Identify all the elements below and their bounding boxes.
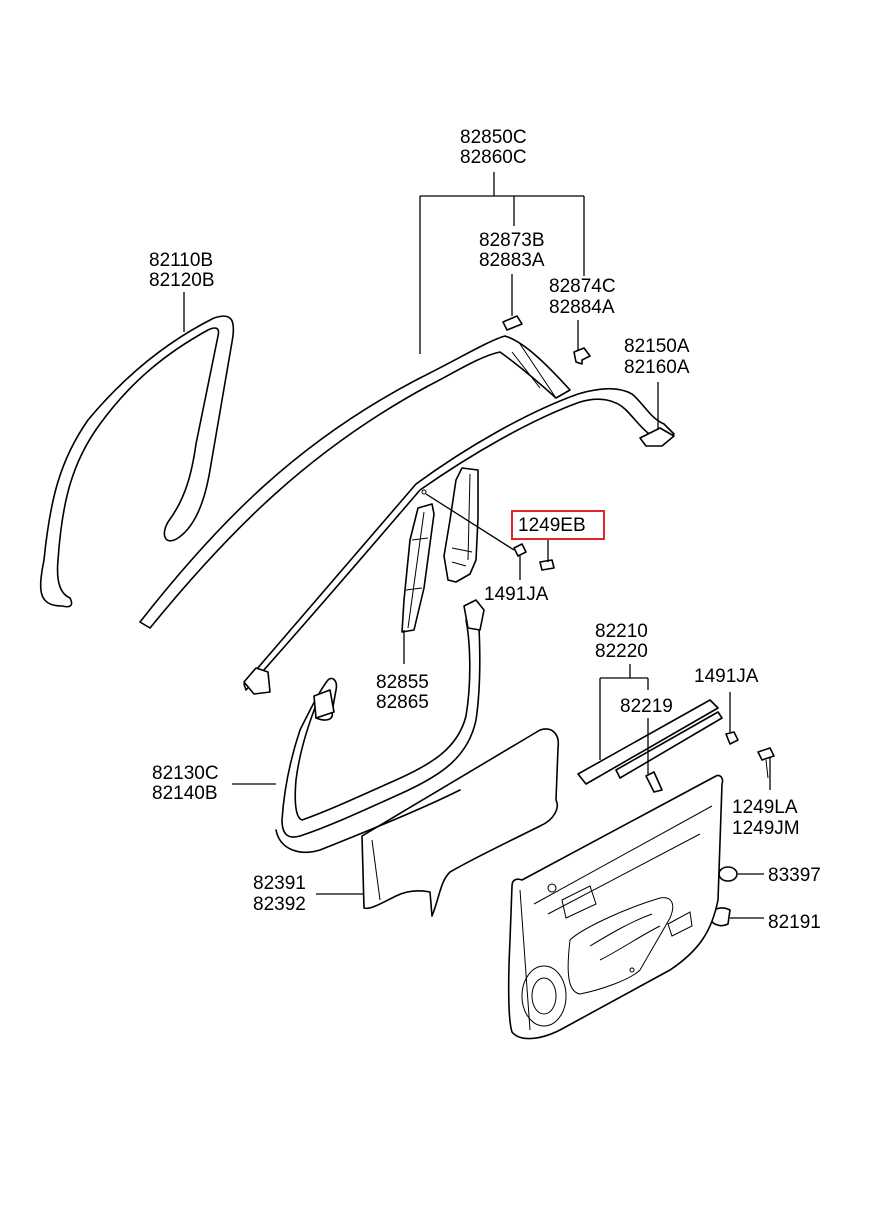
label-82865: 82865 [376, 692, 429, 713]
screw-1249LA [757, 747, 775, 779]
leader-lines [183, 172, 771, 919]
highlight-box-1249EB [511, 510, 605, 540]
door-trim-panel [507, 774, 724, 1040]
label-1249LA: 1249LA [732, 797, 798, 818]
label-1249JM: 1249JM [732, 818, 800, 839]
label-82210: 82210 [595, 621, 648, 642]
weatherstrip-rear [39, 315, 235, 608]
clip-82873B [502, 315, 523, 331]
door-sealing-sheet [361, 728, 560, 917]
label-82391: 82391 [253, 873, 306, 894]
label-82874C: 82874C [549, 276, 616, 297]
clip-82219 [645, 771, 663, 793]
label-82191: 82191 [768, 912, 821, 933]
clip-1491JA-lower [725, 731, 739, 745]
plug-83397 [718, 866, 738, 882]
label-82219: 82219 [620, 696, 673, 717]
roof-weatherstrip [139, 335, 571, 629]
label-82873B: 82873B [479, 230, 545, 251]
door-frame-weatherstrip [243, 387, 675, 695]
label-82850C: 82850C [460, 127, 527, 148]
part-labels: 82850C 82860C 82873B 82883A 82874C 82884… [149, 127, 821, 933]
body-opening-weatherstrip [275, 599, 485, 854]
label-1491JA-upper: 1491JA [484, 584, 549, 605]
label-82150A: 82150A [624, 336, 690, 357]
label-82884A: 82884A [549, 297, 615, 318]
label-82140B: 82140B [152, 783, 218, 804]
label-83397: 83397 [768, 865, 821, 886]
label-82860C: 82860C [460, 147, 527, 168]
label-82130C: 82130C [152, 763, 219, 784]
label-1491JA-lower: 1491JA [694, 666, 759, 687]
screw-1249EB [539, 559, 555, 571]
label-82160A: 82160A [624, 357, 690, 378]
clip-1491JA-upper [513, 543, 527, 557]
label-1249EB: 1249EB [518, 515, 586, 536]
label-82110B: 82110B [149, 250, 213, 271]
label-82220: 82220 [595, 641, 648, 662]
clip-82874C [573, 347, 591, 365]
label-82120B: 82120B [149, 270, 215, 291]
label-82855: 82855 [376, 672, 429, 693]
pillar-channel [401, 503, 435, 633]
label-82883A: 82883A [479, 250, 545, 271]
b-pillar-trim [443, 467, 479, 583]
label-82392: 82392 [253, 894, 306, 915]
